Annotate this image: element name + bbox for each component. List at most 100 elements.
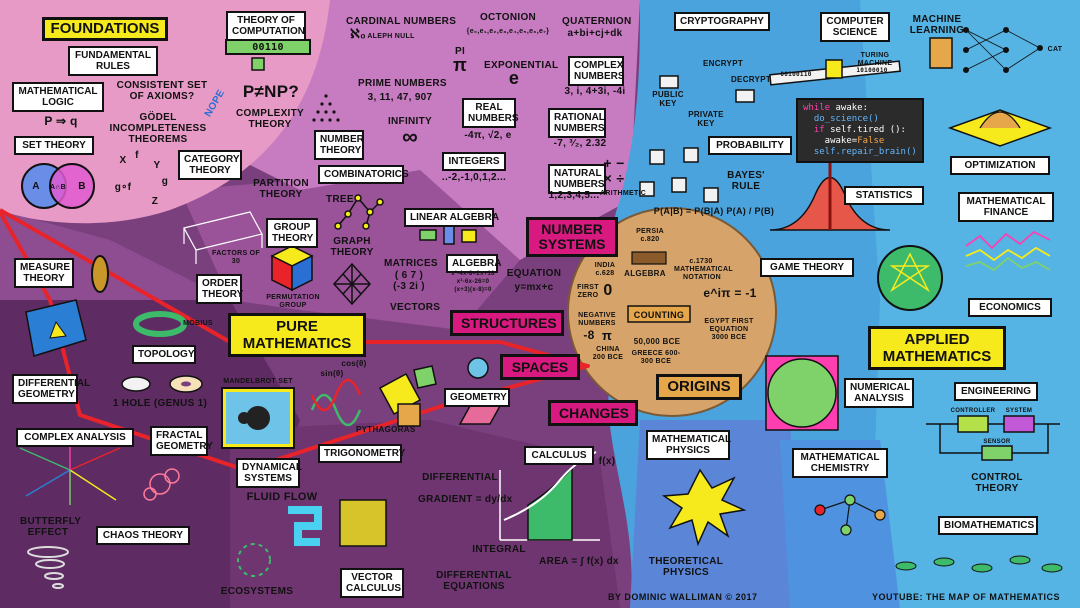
vectors-text: VECTORS — [390, 302, 441, 313]
chemistry-region-fill — [780, 440, 900, 608]
trig-waves — [310, 378, 362, 427]
minus-eight-text: -8 — [583, 328, 595, 342]
bce-50000-text: 50,000 BCE — [633, 337, 681, 346]
machine-learning-text: MACHINE LEARNING — [909, 14, 965, 36]
code-line3-rest: self.tired (): — [824, 125, 906, 135]
biomath-frogs — [895, 555, 1063, 573]
tape-digits: 00110 — [252, 42, 284, 53]
first-zero-text: FIRST ZERO — [577, 284, 599, 299]
numerical-analysis-label: NUMERICAL ANALYSIS — [844, 378, 914, 408]
mathematical-physics-label: MATHEMATICAL PHYSICS — [646, 430, 731, 460]
cat-text: CAT — [1047, 46, 1063, 53]
differential-text: DIFFERENTIAL — [422, 472, 498, 483]
greece-text: GREECE 600-300 BCE — [631, 350, 681, 365]
physics-burst — [661, 468, 747, 547]
economics-label: ECONOMICS — [968, 298, 1052, 317]
group-theory-label: GROUP THEORY — [266, 218, 318, 248]
changes-title: CHANGES — [548, 400, 638, 426]
real-numbers-label: REAL NUMBERS — [462, 98, 519, 128]
fractal-geometry-label: FRACTAL GEOMETRY — [150, 426, 213, 456]
negative-numbers-text: NEGATIVE NUMBERS — [578, 312, 616, 327]
calculus-label: CALCULUS — [524, 446, 594, 465]
cat-y: Y — [153, 160, 161, 171]
e-symbol: e — [508, 68, 520, 88]
optimization-label: OPTIMIZATION — [950, 156, 1050, 175]
chemistry-molecule — [814, 494, 886, 536]
theoretical-physics-text: THEORETICAL PHYSICS — [648, 556, 724, 578]
set-theory-label: SET THEORY — [14, 136, 94, 155]
public-key-text: PUBLIC KEY — [652, 90, 684, 108]
dynamical-systems-label: DYNAMICAL SYSTEMS — [236, 458, 302, 488]
linear-algebra-label: LINEAR ALGEBRA — [404, 208, 499, 227]
equation-text: EQUATION — [506, 268, 562, 279]
youtube-credit: YOUTUBE: THE MAP OF MATHEMATICS — [872, 592, 1060, 602]
structures-title: STRUCTURES — [450, 310, 564, 336]
mandelbrot-body — [246, 406, 270, 430]
tree-graph — [334, 194, 384, 230]
complex-examples: 3, i, 4+3i, -4i — [564, 86, 626, 97]
origins-algebra-text: ALGEBRA — [624, 269, 666, 278]
china-text: CHINA 200 BCE — [592, 346, 624, 361]
quaternion-text: QUATERNION — [562, 16, 632, 27]
rational-examples: -7, ³⁄₂, 2.32 — [553, 138, 607, 149]
butterfly-effect-text: BUTTERFLY EFFECT — [20, 516, 82, 538]
ml-cat-image — [929, 37, 953, 69]
sensor-text: SENSOR — [983, 439, 1011, 445]
code-block: while awake: do_science() if self.tired … — [796, 98, 924, 163]
optimization-peak — [979, 111, 1021, 129]
vector-calculus-label: VECTOR CALCULUS — [340, 568, 404, 598]
statistics-label: STATISTICS — [844, 186, 924, 205]
fx-text: f(x) — [598, 456, 616, 467]
venn-ab-label: A∩B — [49, 184, 67, 191]
graph-theory-text: GRAPH THEORY — [330, 236, 374, 258]
pi-glyph-origins: π — [601, 328, 613, 343]
foundations-title: FOUNDATIONS — [42, 17, 168, 41]
number-systems-title: NUMBER SYSTEMS — [526, 217, 618, 257]
tape-head — [251, 57, 265, 71]
complex-analysis-rays — [19, 440, 121, 505]
mathematical-finance-label: MATHEMATICAL FINANCE — [958, 192, 1054, 222]
octonion-expr: {e₀,e₁,e₂,e₃,e₄,e₅,e₆,e₇} — [466, 28, 550, 35]
real-examples: -4π, √2, e — [464, 130, 512, 141]
control-diagram — [926, 415, 1060, 461]
cardinal-numbers-text: CARDINAL NUMBERS — [346, 16, 457, 27]
fractal-curls — [143, 468, 180, 501]
venn-a-label: A — [32, 181, 40, 192]
donut-hole — [181, 381, 191, 387]
engineering-label: ENGINEERING — [954, 382, 1038, 401]
quaternion-expr: a+bi+cj+dk — [567, 28, 623, 39]
pure-math-title: PURE MATHEMATICS — [228, 313, 366, 357]
computer-science-label: COMPUTER SCIENCE — [820, 12, 890, 42]
pascal-triangle — [312, 94, 340, 122]
graph-theory-figure — [332, 262, 372, 306]
neural-network — [965, 29, 1041, 71]
bayes-formula: P(A|B) = P(B|A) P(A) / P(B) — [653, 206, 775, 216]
one-hole-text: 1 HOLE (GENUS 1) — [112, 398, 208, 409]
calculus-region-fill — [230, 420, 620, 608]
cat-f: f — [135, 150, 139, 161]
counting-board — [627, 305, 691, 323]
permutation-group-text: PERMUTATION GROUP — [266, 294, 320, 309]
ecosystems-cycle — [237, 543, 271, 577]
turing-tape-left: 00100110 — [780, 71, 812, 78]
cat-gof: g∘f — [114, 182, 132, 193]
chaos-theory-label: CHAOS THEORY — [96, 526, 190, 545]
crypto-computers — [659, 75, 755, 103]
euler-identity: e^iπ = -1 — [703, 286, 757, 300]
rational-numbers-label: RATIONAL NUMBERS — [548, 108, 606, 138]
matrices-text: MATRICES — [384, 258, 438, 269]
fundamental-rules-label: FUNDAMENTAL RULES — [68, 46, 158, 76]
notation-date-text: c.1730 — [689, 258, 713, 265]
sin-text: sin(θ) — [320, 369, 344, 378]
complex-analysis-label: COMPLEX ANALYSIS — [16, 428, 134, 447]
algebra-label: ALGEBRA — [446, 254, 501, 273]
mobius-text: MÖBIUS — [183, 320, 213, 327]
india-text: INDIA c.628 — [594, 262, 616, 277]
cos-text: cos(θ) — [341, 359, 367, 368]
prime-examples: 3, 11, 47, 907 — [367, 92, 433, 103]
integral-text: INTEGRAL — [472, 544, 526, 555]
coin-figure — [91, 255, 109, 293]
turing-tape-right: 10100010 — [856, 67, 888, 74]
mathematical-chemistry-label: MATHEMATICAL CHEMISTRY — [792, 448, 888, 478]
probability-label: PROBABILITY — [708, 136, 792, 155]
